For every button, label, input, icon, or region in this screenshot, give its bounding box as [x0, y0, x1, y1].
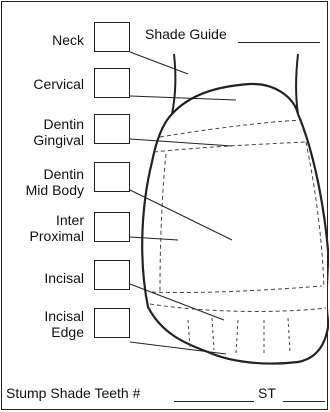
neck-label: Neck — [52, 32, 84, 48]
mamelon-line-3 — [236, 320, 238, 354]
incisal-edge-label-line1: Incisal — [44, 308, 84, 324]
gingival-zone-line — [154, 142, 306, 152]
cervical-label: Cervical — [33, 76, 84, 92]
incisal-label: Incisal — [44, 270, 84, 286]
mamelon-line-5 — [288, 318, 290, 352]
stump-shade-label: Stump Shade Teeth # — [6, 385, 140, 401]
root-right-line — [296, 54, 298, 114]
cervical-shade-box[interactable] — [94, 68, 130, 98]
leader-incisal — [130, 284, 224, 320]
dentin-gingival-label: Dentin Gingival — [33, 116, 84, 148]
dentin-mid-body-shade-box[interactable] — [94, 162, 130, 192]
neck-shade-box[interactable] — [94, 22, 130, 52]
dentin-gingival-shade-box[interactable] — [94, 114, 130, 144]
leader-neck — [130, 52, 188, 74]
inter-proximal-label-line2: Proximal — [30, 228, 84, 244]
incisal-edge-label-line2: Edge — [44, 324, 84, 340]
shade-guide-label: Shade Guide — [145, 26, 227, 42]
st-blank[interactable] — [283, 401, 325, 402]
leader-inter-proximal — [130, 237, 178, 240]
mamelon-line-2 — [212, 318, 214, 350]
incisal-edge-shade-box[interactable] — [94, 308, 130, 338]
dentin-mid-body-label: Dentin Mid Body — [26, 166, 84, 198]
leader-cervical — [130, 96, 236, 100]
dentin-gingival-label-line2: Gingival — [33, 132, 84, 148]
incisal-edge-label: Incisal Edge — [44, 308, 84, 340]
dentin-gingival-label-line1: Dentin — [33, 116, 84, 132]
leader-dentin-mid-body — [130, 190, 232, 240]
stump-shade-blank[interactable] — [174, 401, 254, 402]
cervical-zone-line — [160, 120, 302, 137]
inter-proximal-label-line1: Inter — [30, 212, 84, 228]
root-left-line — [172, 54, 175, 114]
inter-proximal-shade-box[interactable] — [94, 212, 130, 242]
incisal-shade-box[interactable] — [94, 260, 130, 290]
inter-proximal-label: Inter Proximal — [30, 212, 84, 244]
mid-body-left-boundary — [160, 154, 166, 292]
incisal-zone-line — [152, 286, 322, 293]
dentin-mid-body-label-line2: Mid Body — [26, 182, 84, 198]
st-label: ST — [258, 385, 276, 401]
leader-incisal-edge — [130, 342, 226, 354]
crown-outline — [142, 84, 329, 364]
shade-guide-blank[interactable] — [238, 42, 320, 43]
leader-dentin-gingival — [130, 139, 232, 146]
incisal-edge-zone-line — [150, 304, 326, 311]
dentin-mid-body-label-line1: Dentin — [26, 166, 84, 182]
